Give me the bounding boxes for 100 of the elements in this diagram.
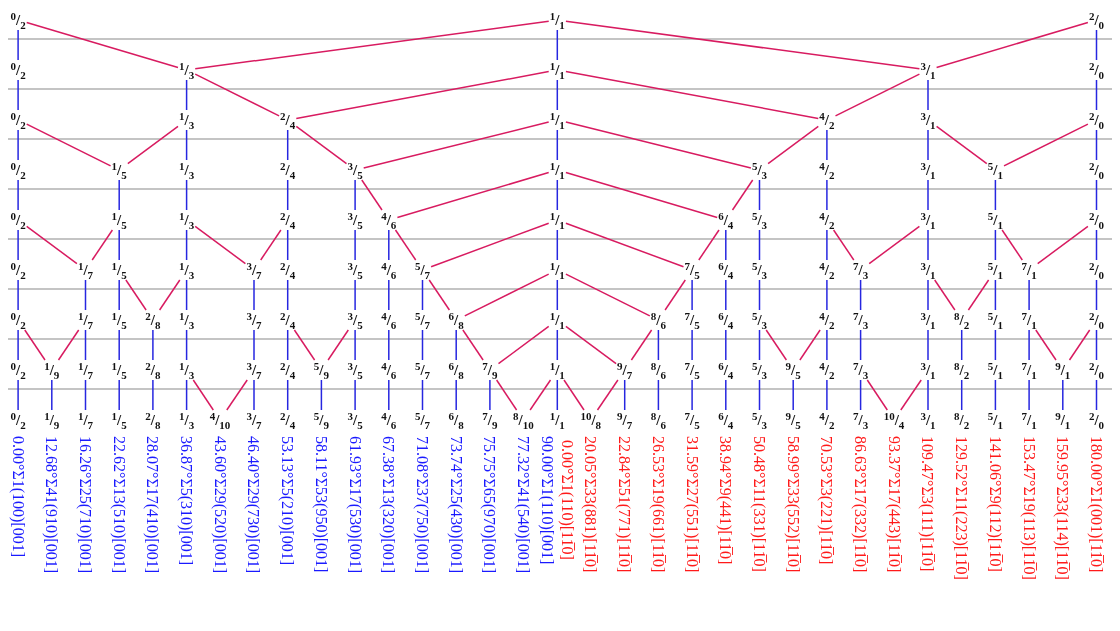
connector-line bbox=[1095, 179, 1098, 211]
branch-line bbox=[1001, 229, 1024, 261]
fraction-label: $^{5}$/$_{3}$ bbox=[750, 360, 769, 380]
branch-line bbox=[529, 379, 552, 411]
connector-line bbox=[927, 379, 929, 411]
fraction-label: $^{9}$/$_{5}$ bbox=[784, 410, 802, 430]
fraction-label: $^{1}$/$_{3}$ bbox=[178, 260, 196, 280]
connector-line bbox=[758, 329, 761, 361]
connector-line bbox=[253, 329, 255, 361]
connector-line bbox=[826, 379, 828, 411]
connector-line bbox=[152, 379, 154, 411]
fraction-label: $^{7}$/$_{5}$ bbox=[683, 260, 701, 280]
connector-line bbox=[421, 379, 424, 411]
connector-line bbox=[354, 279, 356, 311]
connector-line bbox=[185, 129, 188, 161]
connector-line bbox=[286, 129, 289, 161]
branch-line bbox=[194, 20, 550, 70]
fraction-label: $^{5}$/$_{1}$ bbox=[986, 410, 1004, 430]
angle-label: 159.95°Σ33(114)[11̅0] bbox=[1054, 436, 1072, 580]
fraction-label: $^{9}$/$_{1}$ bbox=[1054, 360, 1072, 380]
fraction-label: $^{1}$/$_{1}$ bbox=[548, 410, 566, 430]
connector-line bbox=[927, 329, 929, 361]
angle-label: 28.07°Σ17(410)[001] bbox=[144, 436, 162, 574]
fraction-label: $^{2}$/$_{4}$ bbox=[279, 410, 297, 430]
connector-line bbox=[927, 129, 929, 161]
fraction-label: $^{1}$/$_{1}$ bbox=[548, 310, 566, 330]
branch-line bbox=[394, 229, 417, 261]
fraction-label: $^{7}$/$_{5}$ bbox=[683, 410, 701, 430]
angle-label: 67.38°Σ13(320)[001] bbox=[380, 436, 398, 574]
fraction-label: $^{8}$/$_{2}$ bbox=[953, 360, 971, 380]
angle-label: 129.52°Σ11(223)[11̅0] bbox=[953, 436, 971, 580]
connector-line bbox=[691, 329, 693, 361]
fraction-label: $^{1}$/$_{3}$ bbox=[178, 360, 196, 380]
connector-line bbox=[994, 179, 997, 211]
fraction-label: $^{0}$/$_{2}$ bbox=[9, 110, 27, 130]
fraction-label: $^{5}$/$_{7}$ bbox=[413, 310, 432, 330]
angle-label: 93.37°Σ17(443)[11̅0] bbox=[885, 436, 903, 573]
connector-line bbox=[927, 79, 929, 111]
fraction-label: $^{0}$/$_{2}$ bbox=[9, 60, 27, 80]
connector-line bbox=[17, 179, 19, 211]
fraction-label: $^{3}$/$_{5}$ bbox=[346, 360, 364, 380]
branch-line bbox=[630, 329, 653, 361]
fraction-label: $^{3}$/$_{1}$ bbox=[919, 260, 937, 280]
branch-line bbox=[868, 225, 921, 265]
fraction-label: $^{4}$/$_{2}$ bbox=[818, 110, 836, 130]
fraction-label: $^{2}$/$_{0}$ bbox=[1087, 60, 1106, 80]
connector-line bbox=[556, 79, 559, 111]
fraction-label: $^{7}$/$_{9}$ bbox=[481, 360, 499, 380]
branch-line bbox=[565, 121, 752, 169]
connector-line bbox=[994, 229, 997, 261]
fraction-label: $^{5}$/$_{9}$ bbox=[312, 360, 330, 380]
branch-line bbox=[767, 125, 820, 165]
fraction-label: $^{8}$/$_{2}$ bbox=[953, 310, 971, 330]
branch-line bbox=[1035, 329, 1057, 361]
angle-label: 75.75°Σ65(970)[001] bbox=[481, 436, 499, 574]
connector-line bbox=[1095, 79, 1098, 111]
fraction-label: $^{1}$/$_{7}$ bbox=[76, 260, 95, 280]
connector-line bbox=[1028, 329, 1030, 361]
fraction-label: $^{7}$/$_{9}$ bbox=[481, 410, 499, 430]
fraction-label: $^{4}$/$_{2}$ bbox=[818, 360, 836, 380]
branch-line bbox=[91, 229, 114, 261]
connector-line bbox=[691, 379, 693, 411]
connector-line bbox=[17, 279, 19, 311]
connector-line bbox=[185, 329, 188, 361]
angle-label: 109.47°Σ3(111)[11̅0] bbox=[919, 436, 937, 572]
fraction-label: $^{2}$/$_{4}$ bbox=[279, 360, 297, 380]
branch-line bbox=[565, 70, 820, 120]
fraction-label: $^{8}$/$_{6}$ bbox=[649, 310, 667, 330]
connector-line bbox=[556, 379, 559, 411]
branch-line bbox=[194, 73, 280, 117]
connector-line bbox=[758, 179, 761, 211]
fraction-label: $^{1}$/$_{1}$ bbox=[548, 360, 566, 380]
fraction-label: $^{3}$/$_{5}$ bbox=[346, 310, 364, 330]
fraction-label: $^{6}$/$_{8}$ bbox=[447, 410, 465, 430]
connector-line bbox=[388, 279, 390, 311]
branch-line bbox=[1068, 329, 1091, 361]
fraction-label: $^{0}$/$_{2}$ bbox=[9, 410, 27, 430]
fraction-label: $^{1}$/$_{5}$ bbox=[110, 360, 128, 380]
fraction-label: $^{7}$/$_{1}$ bbox=[1020, 360, 1038, 380]
fraction-label: $^{5}$/$_{1}$ bbox=[986, 160, 1004, 180]
branch-line bbox=[834, 73, 921, 117]
connector-line bbox=[354, 229, 356, 261]
branch-line bbox=[563, 379, 585, 411]
connector-line bbox=[185, 179, 188, 211]
fraction-label: $^{6}$/$_{4}$ bbox=[717, 410, 735, 430]
connector-line bbox=[17, 29, 19, 61]
fraction-label: $^{4}$/$_{2}$ bbox=[818, 160, 836, 180]
angle-label: 46.40°Σ29(730)[001] bbox=[245, 436, 263, 574]
connector-line bbox=[927, 229, 929, 261]
fraction-label: $^{3}$/$_{1}$ bbox=[919, 160, 937, 180]
connector-line bbox=[388, 229, 390, 261]
fraction-label: $^{2}$/$_{0}$ bbox=[1087, 310, 1106, 330]
branch-line bbox=[158, 279, 181, 311]
connector-line bbox=[725, 379, 727, 411]
connector-line bbox=[118, 279, 120, 311]
fraction-label: $^{9}$/$_{5}$ bbox=[784, 360, 802, 380]
fraction-label: $^{6}$/$_{4}$ bbox=[717, 210, 735, 230]
angle-label: 77.32°Σ41(540)[001] bbox=[515, 436, 532, 574]
fraction-label: $^{1}$/$_{3}$ bbox=[178, 110, 196, 130]
connector-line bbox=[556, 329, 559, 361]
